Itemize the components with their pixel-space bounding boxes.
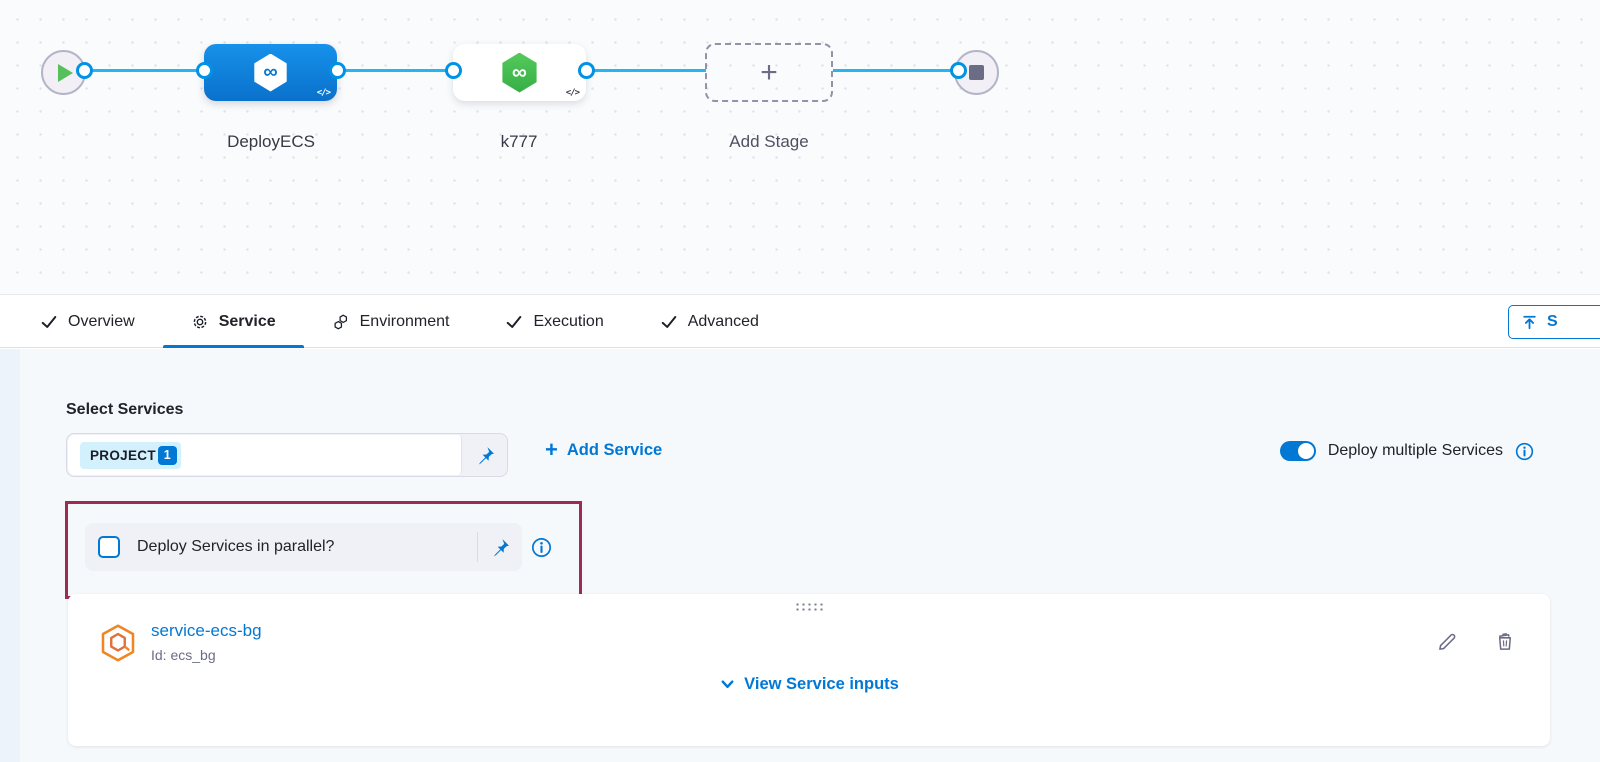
check-icon xyxy=(41,315,57,328)
tab-execution[interactable]: Execution xyxy=(477,296,631,347)
select-services-label: Select Services xyxy=(66,401,184,418)
connector-port[interactable] xyxy=(196,62,213,79)
info-icon[interactable] xyxy=(1515,442,1534,461)
toggle-knob xyxy=(1297,443,1314,459)
panel-left-strip xyxy=(0,349,20,762)
add-service-label: Add Service xyxy=(566,440,663,459)
stage-node-k777[interactable]: ∞ </> xyxy=(453,44,586,101)
tab-overview[interactable]: Overview xyxy=(40,296,163,347)
deploy-multiple-row: Deploy multiple Services xyxy=(1279,441,1534,461)
infinity-glyph: ∞ xyxy=(512,60,527,84)
edge-deploy-k777 xyxy=(337,69,454,72)
pin-icon xyxy=(478,446,494,465)
save-button-label: S xyxy=(1547,313,1558,330)
service-cube-icon xyxy=(101,624,135,662)
deploy-multiple-label: Deploy multiple Services xyxy=(1327,442,1503,459)
check-icon xyxy=(507,315,522,328)
divider xyxy=(477,532,478,562)
edit-service-button[interactable] xyxy=(1435,631,1459,655)
delete-service-button[interactable] xyxy=(1493,631,1517,655)
chevron-down-icon xyxy=(721,680,734,689)
tab-advanced[interactable]: Advanced xyxy=(632,296,787,347)
code-view-icon[interactable]: </> xyxy=(565,88,580,98)
pencil-icon xyxy=(1439,633,1456,650)
deploy-multiple-toggle[interactable] xyxy=(1279,441,1316,461)
plus-icon: + xyxy=(760,55,778,89)
tag-label: PROJECT xyxy=(90,447,156,463)
add-stage-button[interactable]: + xyxy=(705,43,833,102)
tab-label: Advanced xyxy=(687,312,759,330)
edge-start-deploy xyxy=(84,69,205,72)
deploy-parallel-row: Deploy Services in parallel? xyxy=(85,523,522,571)
play-icon xyxy=(58,63,73,82)
stage-label-k777[interactable]: k777 xyxy=(500,132,538,151)
stop-icon xyxy=(969,65,984,80)
edge-addstage-end xyxy=(833,69,959,72)
connector-port[interactable] xyxy=(578,62,595,79)
service-id-text: Id: ecs_bg xyxy=(151,647,216,663)
trash-icon xyxy=(1498,633,1512,650)
harness-logo-icon: ∞ xyxy=(254,53,287,92)
services-multiselect-field[interactable]: PROJECT 1 xyxy=(68,435,462,475)
code-view-icon[interactable]: </> xyxy=(316,88,331,98)
plus-icon: + xyxy=(545,437,558,462)
add-stage-label[interactable]: Add Stage xyxy=(729,132,809,151)
environment-icon xyxy=(334,314,347,329)
connector-port[interactable] xyxy=(76,62,93,79)
connector-port[interactable] xyxy=(445,62,462,79)
pipeline-canvas[interactable]: ∞ </> DeployECS ∞ </> k777 + Add Stage xyxy=(0,0,1600,295)
add-service-button[interactable]: + Add Service xyxy=(545,439,662,461)
deploy-parallel-checkbox[interactable] xyxy=(98,536,120,558)
tab-label: Execution xyxy=(533,312,604,330)
service-tab-panel: Select Services PROJECT 1 + Add Service … xyxy=(0,349,1600,762)
selected-service-tag[interactable]: PROJECT 1 xyxy=(80,441,181,469)
connector-port[interactable] xyxy=(950,62,967,79)
services-multiselect-input[interactable]: PROJECT 1 xyxy=(66,433,508,477)
stage-tabbar: Overview Service Environment Execution A… xyxy=(0,296,1600,348)
infinity-glyph: ∞ xyxy=(263,61,278,83)
view-service-inputs-link[interactable]: View Service inputs xyxy=(68,675,1550,694)
stage-label-deployecs[interactable]: DeployECS xyxy=(227,132,315,151)
tab-label: Service xyxy=(218,312,276,330)
connector-port[interactable] xyxy=(329,62,346,79)
view-inputs-label: View Service inputs xyxy=(744,675,899,693)
check-icon xyxy=(661,315,677,328)
info-icon[interactable] xyxy=(531,537,552,558)
edge-k777-addstage xyxy=(586,69,706,72)
stage-node-deployecs[interactable]: ∞ </> xyxy=(204,44,337,101)
tab-label: Overview xyxy=(68,312,135,330)
service-card: service-ecs-bg Id: ecs_bg View Service i… xyxy=(68,594,1550,746)
save-button[interactable]: S xyxy=(1508,305,1600,339)
pin-icon xyxy=(493,538,509,557)
tab-service[interactable]: Service xyxy=(162,296,304,348)
tab-label: Environment xyxy=(359,312,450,330)
pin-toggle[interactable] xyxy=(463,434,507,476)
tab-environment[interactable]: Environment xyxy=(304,296,478,347)
harness-logo-icon: ∞ xyxy=(502,52,537,93)
tag-count-badge: 1 xyxy=(157,445,177,465)
service-name-link[interactable]: service-ecs-bg xyxy=(151,621,262,640)
pin-toggle[interactable] xyxy=(478,523,522,571)
upload-icon xyxy=(1523,315,1536,329)
gear-icon xyxy=(193,315,207,328)
deploy-parallel-label: Deploy Services in parallel? xyxy=(137,538,335,555)
drag-handle-icon[interactable] xyxy=(794,602,824,612)
